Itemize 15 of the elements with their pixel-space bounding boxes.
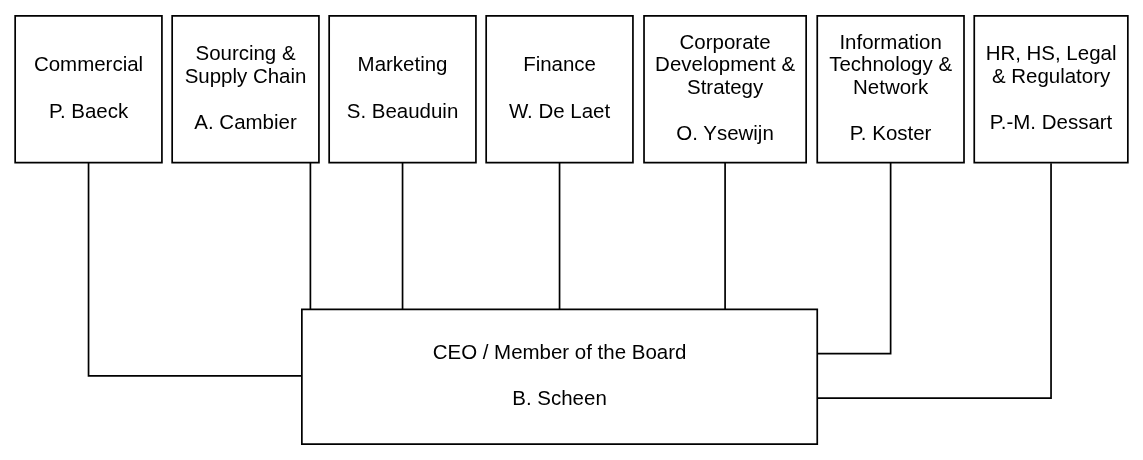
connector bbox=[817, 162, 892, 355]
node-box: Sourcing & Supply Chain A. Cambier bbox=[171, 14, 320, 164]
node-box: HR, HS, Legal & Regulatory P.-M. Dessart bbox=[973, 14, 1129, 164]
connector bbox=[309, 161, 312, 311]
node-box: Marketing S. Beauduin bbox=[328, 14, 477, 164]
connector bbox=[87, 162, 303, 377]
connector bbox=[816, 162, 1052, 399]
node-box: Corporate Development & Strategy O. Ysewijn bbox=[643, 14, 807, 164]
connector bbox=[724, 161, 726, 311]
connector bbox=[558, 161, 561, 311]
node-box: CEO / Member of the Board B. Scheen bbox=[301, 308, 819, 446]
connector bbox=[401, 161, 404, 311]
node-box: Information Technology & Network P. Koster bbox=[816, 14, 965, 164]
node-box: Finance W. De Laet bbox=[485, 14, 634, 164]
node-box: Commercial P. Baeck bbox=[14, 14, 163, 164]
